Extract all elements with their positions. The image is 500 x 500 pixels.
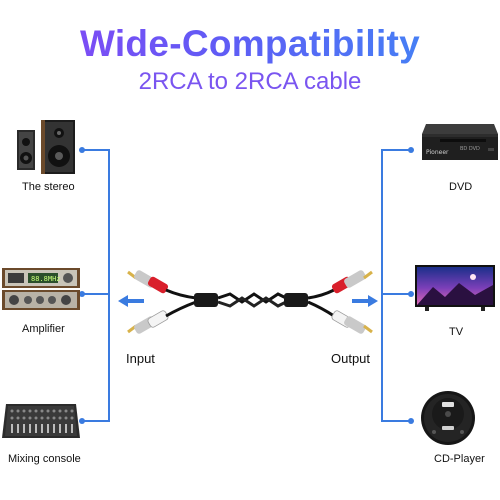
cd-player-icon: [421, 391, 475, 445]
right-connector-dvd: [381, 149, 411, 151]
amplifier-icon: 88.8MHz: [2, 268, 80, 310]
mixer-device: [2, 398, 80, 440]
stereo-label: The stereo: [22, 181, 75, 193]
cd-player-label: CD-Player: [434, 453, 485, 465]
right-white-plug: [331, 310, 373, 334]
amplifier-device: 88.8MHz: [2, 266, 80, 312]
arrow-right-icon: [352, 295, 378, 307]
speaker-icon: [17, 120, 75, 174]
left-connector-stereo: [82, 149, 110, 151]
left-dot-amplifier: [79, 291, 85, 297]
mixer-label: Mixing console: [8, 453, 81, 465]
left-connector-mixer: [82, 420, 110, 422]
left-red-plug: [127, 270, 169, 294]
right-dot-tv: [408, 291, 414, 297]
tv-label: TV: [449, 326, 464, 338]
page-title: Wide-Compatibility: [0, 22, 500, 66]
svg-text:Pioneer: Pioneer: [426, 149, 449, 156]
page-subtitle: 2RCA to 2RCA cable: [138, 68, 362, 95]
right-bracket-line: [381, 149, 383, 420]
input-label: Input: [126, 351, 155, 366]
left-dot-stereo: [79, 147, 85, 153]
right-connector-tv: [381, 293, 411, 295]
left-dot-mixer: [79, 418, 85, 424]
right-dot-cd: [408, 418, 414, 424]
left-white-plug: [127, 310, 169, 334]
left-bracket-line: [108, 149, 110, 420]
rca-cable-graphic: [127, 270, 373, 334]
svg-text:88.8MHz: 88.8MHz: [31, 275, 61, 283]
right-connector-cd: [381, 420, 411, 422]
dvd-device: Pioneer BD DVD: [420, 122, 498, 166]
tv-icon: [415, 265, 495, 311]
mixer-icon: [2, 404, 80, 438]
stereo-device: [15, 120, 77, 176]
output-label: Output: [331, 351, 371, 366]
left-connector-amplifier: [82, 293, 110, 295]
dvd-player-icon: Pioneer BD DVD: [422, 124, 498, 160]
amplifier-label: Amplifier: [22, 323, 65, 335]
tv-device: [415, 265, 495, 311]
right-dot-dvd: [408, 147, 414, 153]
svg-text:BD DVD: BD DVD: [460, 146, 480, 152]
right-red-plug: [331, 270, 373, 294]
cd-player-device: [420, 390, 476, 446]
arrow-left-icon: [118, 295, 144, 307]
dvd-label: DVD: [449, 181, 473, 193]
